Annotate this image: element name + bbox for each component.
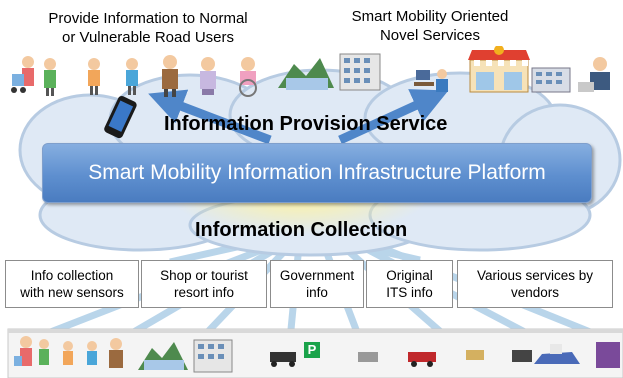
service-operator-icon <box>414 69 448 92</box>
pedestrians-icon <box>14 336 123 368</box>
town-icon <box>138 339 233 373</box>
town-icon <box>278 53 381 91</box>
office-worker-icon <box>578 57 610 92</box>
arrow-to-users <box>148 89 272 145</box>
top-left-caption: Provide Information to Normal or Vulnera… <box>48 10 248 46</box>
info-provision-heading: Information Provision Service <box>164 113 448 135</box>
arrow-to-services <box>338 89 449 145</box>
vehicles-icon <box>270 342 620 368</box>
top-right-caption: Smart Mobility Oriented Novel Services <box>351 8 509 44</box>
info-collection-heading: Information Collection <box>195 219 408 241</box>
smartphone-icon <box>104 96 137 139</box>
shop-icon <box>468 46 530 93</box>
platform-banner: Smart Mobility Information Infrastructur… <box>42 143 592 203</box>
pedestrians-icon <box>11 55 257 97</box>
office-building-icon <box>531 67 571 93</box>
parking-sign: P <box>307 342 317 357</box>
